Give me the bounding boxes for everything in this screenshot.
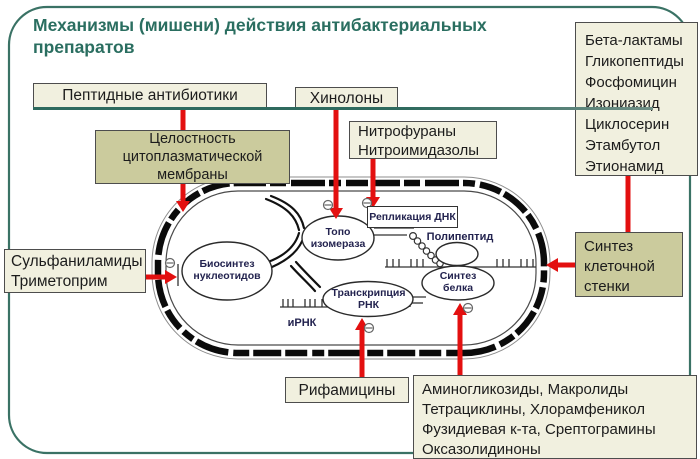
arrow-aminoglycosides-to-protein <box>453 303 467 376</box>
drug-box-aminoglycosides: Аминогликозиды, Макролиды Тетрациклины, … <box>413 375 697 459</box>
drug-box-peptide-antibiotics: Пептидные антибиотики <box>33 83 267 108</box>
topoisomerase-ellipse <box>301 215 375 261</box>
action-arrows <box>146 109 631 378</box>
page-title: Механизмы (мишени) действия антибактериа… <box>33 15 487 57</box>
label-dna-replication: Репликация ДНК <box>367 206 458 228</box>
label-topoisomerase: Топо изомераза <box>310 226 366 250</box>
label-rna-transcription: Транскрипция РНК <box>331 287 406 311</box>
minus-circle-icon <box>322 199 334 211</box>
drug-box-nitrofurans: Нитрофураны Нитроимидазолы <box>349 121 497 159</box>
target-box-membrane: Целостность цитоплазматической мембраны <box>95 130 290 184</box>
drug-box-rifamycins: Рифамицины <box>285 377 409 403</box>
title-divider-line <box>33 107 653 110</box>
minus-circle-icon <box>462 302 474 314</box>
arrow-betalactams-to-cellwall-box <box>625 175 631 232</box>
arrow-membrane-box-to-cell <box>176 184 190 212</box>
ribosome-ellipse <box>435 241 479 267</box>
slide-border <box>7 5 692 455</box>
transcription-ellipse <box>322 280 414 318</box>
arrow-sulfonamides-to-nucleotide <box>146 270 177 284</box>
nucleotide-biosynthesis-ellipse <box>181 241 273 301</box>
minus-circle-icon <box>164 257 176 269</box>
dna-supercoil-arcs <box>264 194 322 293</box>
drug-box-sulfonamides: Сульфаниламиды Триметоприм <box>4 249 146 293</box>
mrna-comb-right <box>385 259 536 268</box>
target-box-cell-wall: Синтез клеточной стенки <box>575 232 683 297</box>
mrna-comb-left <box>280 299 330 308</box>
arrow-cellwall-box-to-cell <box>546 258 575 272</box>
label-polypeptide: Полипептид <box>426 231 494 243</box>
arrow-peptide-to-membrane-box <box>180 109 186 130</box>
drug-box-quinolones: Хинолоны <box>295 87 398 109</box>
label-mrna: иРНК <box>287 317 317 329</box>
minus-circle-icon <box>363 322 375 334</box>
protein-synthesis-ellipse <box>421 265 495 301</box>
arrow-quinolones-to-topoisomerase <box>329 110 343 219</box>
inhibition-icons <box>164 197 474 334</box>
polypeptide-beads <box>409 232 444 268</box>
label-nucleotide-biosynthesis: Биосинтез нуклеотидов <box>193 258 261 282</box>
drug-box-beta-lactams: Бета-лактамы Гликопептиды Фосфомицин Изо… <box>575 22 698 176</box>
label-protein-synthesis: Синтез белка <box>439 270 477 294</box>
